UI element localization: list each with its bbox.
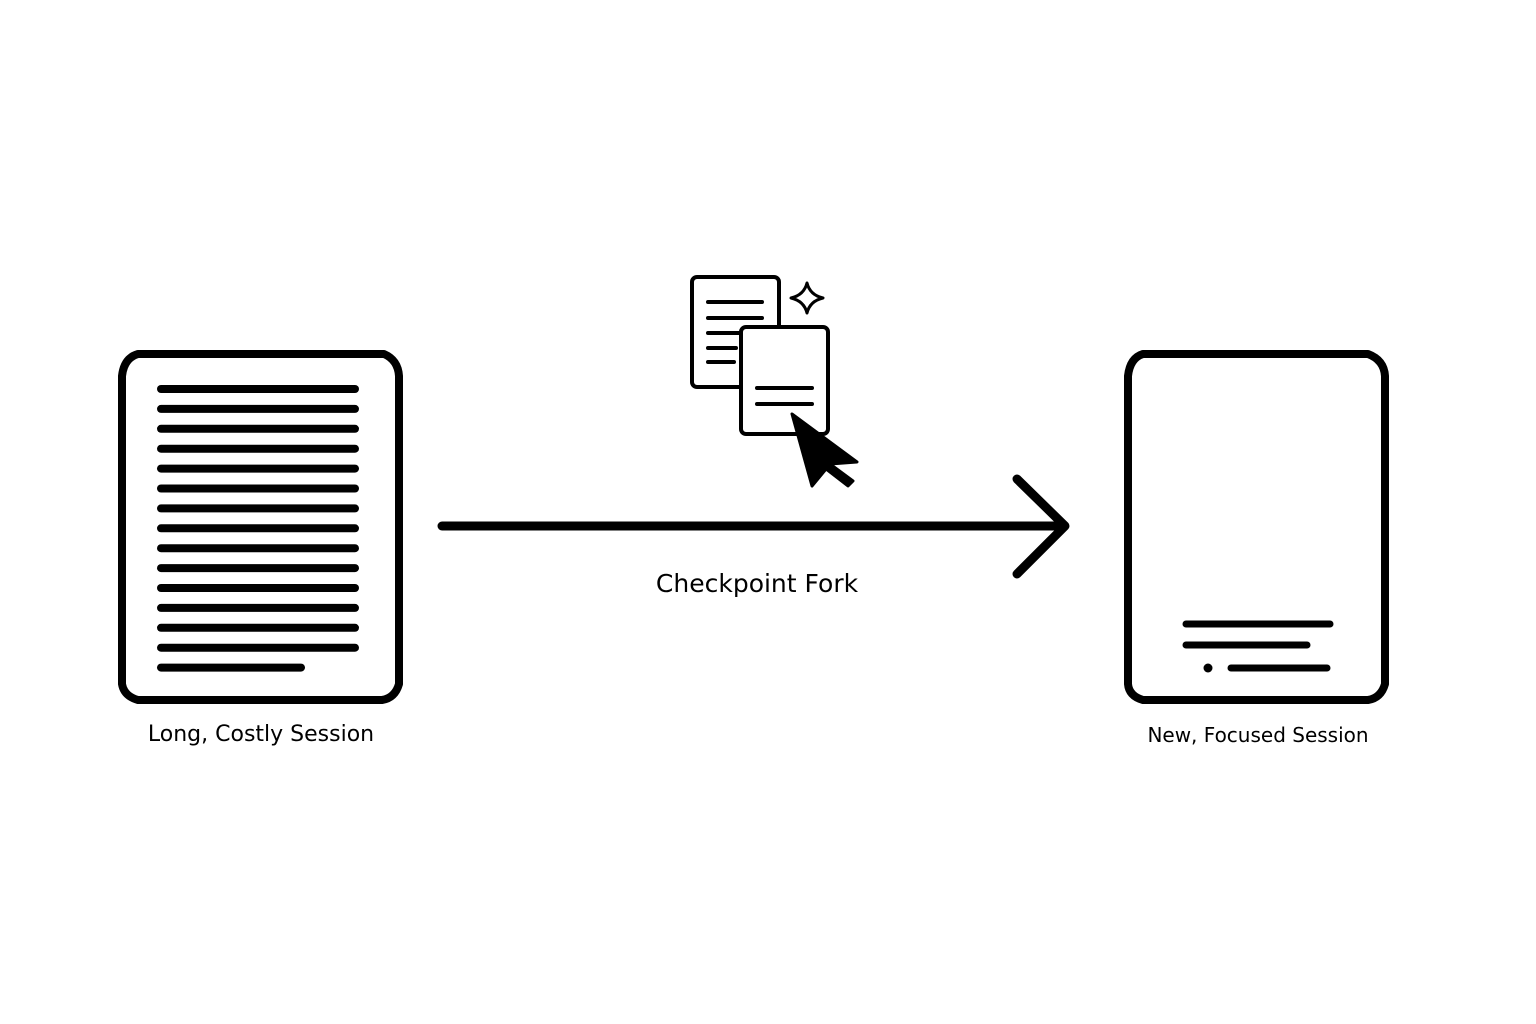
source-session-label: Long, Costly Session (147, 722, 375, 747)
focused-session-document (1124, 350, 1389, 704)
sparkle-icon (789, 281, 825, 315)
front-document-icon (739, 325, 830, 436)
focused-text-lines (1182, 620, 1334, 672)
focused-session-frame (1124, 350, 1389, 704)
session-text-lines (157, 385, 359, 672)
long-session-frame (118, 350, 403, 704)
fork-arrow-label: Checkpoint Fork (655, 569, 859, 598)
long-session-document (118, 350, 403, 704)
target-session-label: New, Focused Session (1147, 723, 1369, 747)
right-arrow-icon (437, 474, 1070, 579)
cursor-arrow-icon (790, 412, 859, 488)
copy-documents-cursor-icon (690, 275, 859, 488)
bullet-point (1203, 663, 1213, 673)
